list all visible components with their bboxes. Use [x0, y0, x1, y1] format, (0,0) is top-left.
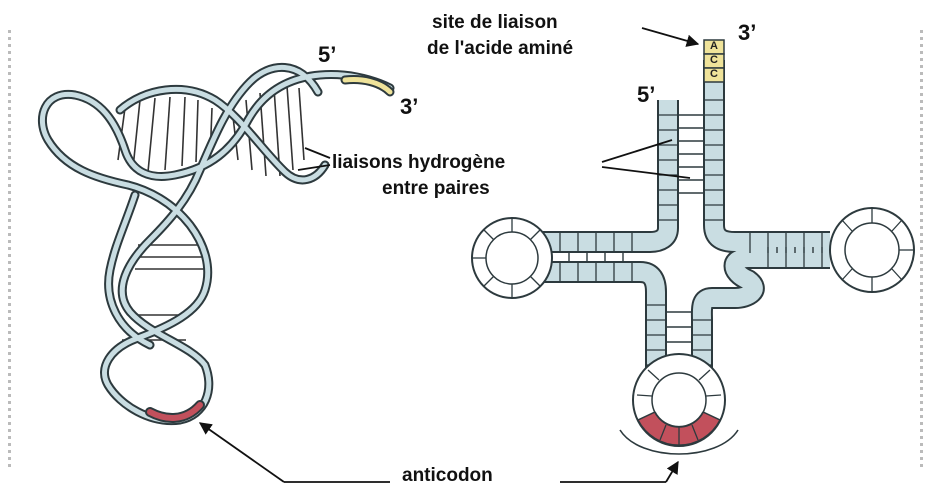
trna-3d-structure	[37, 63, 395, 426]
trna-cloverleaf	[471, 39, 915, 455]
left-edge-dots	[8, 30, 11, 470]
acceptor-nucleotide-2: C	[710, 54, 718, 66]
arrow-hbond-right-2	[601, 166, 691, 179]
anticodon-bracket	[619, 429, 739, 455]
d-loop	[471, 217, 553, 299]
anticodon-label: anticodon	[402, 465, 493, 486]
hbonds-label-line1: liaisons hydrogène	[332, 152, 506, 173]
base-pair-rungs	[117, 85, 305, 341]
t-loop	[829, 207, 915, 293]
right-5prime-label: 5’	[637, 82, 656, 107]
acceptor-end-cells	[703, 39, 725, 83]
acceptor-nucleotide-1: A	[710, 40, 718, 52]
pointer-lines	[198, 27, 700, 483]
arrow-binding-site	[641, 27, 700, 47]
arrow-hbond-left-1	[304, 147, 331, 159]
ribbon-fill	[39, 65, 393, 424]
left-3prime-label: 3’	[400, 94, 419, 119]
hbonds-label-line2: entre paires	[382, 178, 490, 199]
left-5prime-label: 5’	[318, 42, 337, 67]
anticodon-loop	[619, 353, 739, 455]
arrow-hbond-left-2	[297, 164, 331, 171]
binding-site-label-line2: de l'acide aminé	[427, 38, 574, 59]
ribbon-outline	[37, 63, 395, 426]
right-3prime-label: 3’	[738, 20, 757, 45]
binding-site-label-line1: site de liaison	[432, 12, 558, 33]
acceptor-nucleotide-3: C	[710, 68, 718, 80]
arrow-hbond-right-1	[601, 139, 673, 163]
right-edge-dots	[920, 30, 923, 470]
